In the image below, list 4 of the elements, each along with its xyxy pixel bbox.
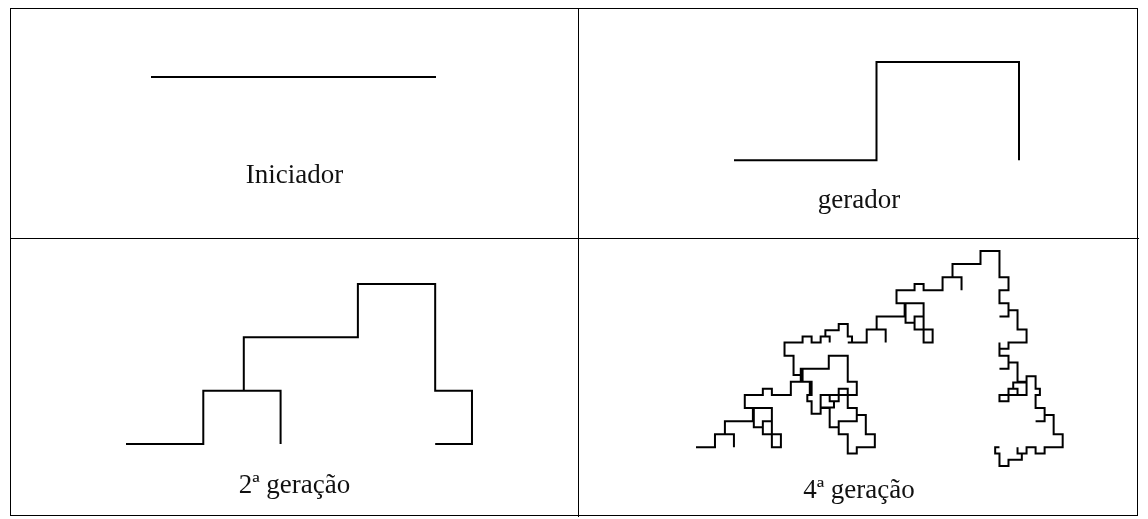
- cell-caption: 4ª geração: [802, 474, 916, 505]
- cell-caption: 2ª geração: [237, 469, 352, 500]
- cell-caption: Iniciador: [244, 159, 345, 190]
- cell-caption: gerador: [816, 184, 902, 215]
